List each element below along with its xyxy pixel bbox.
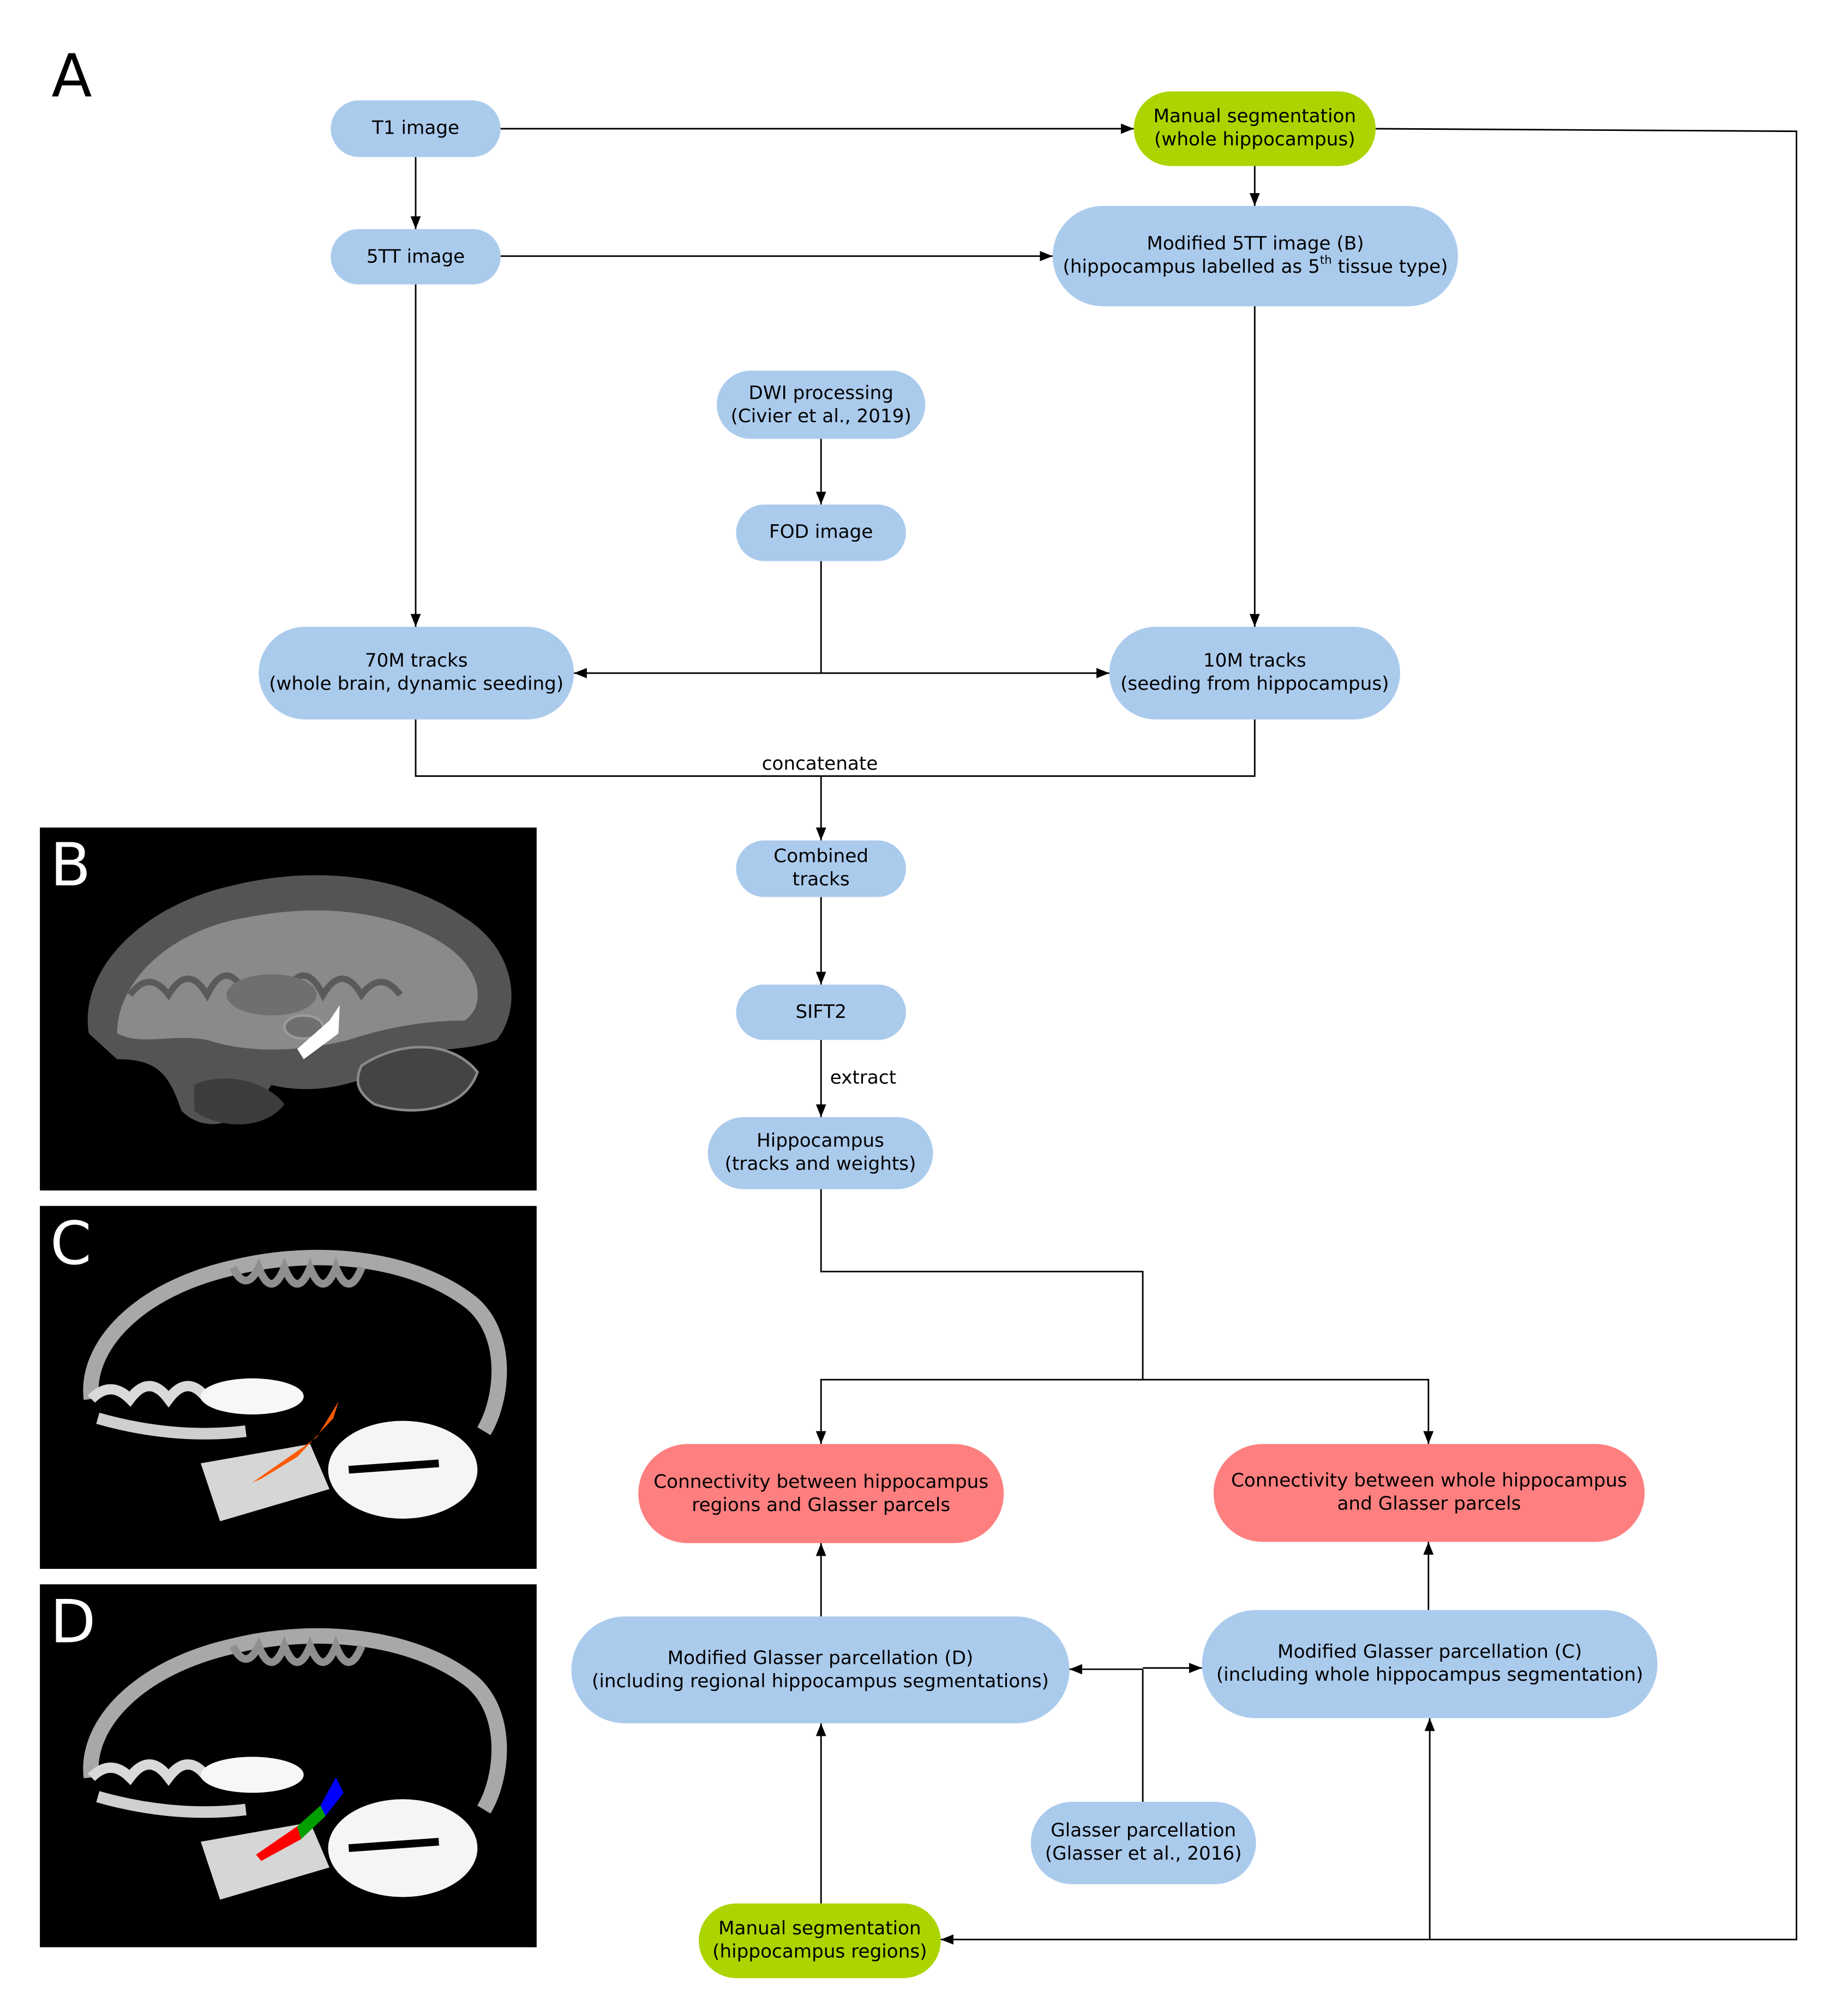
node-5tt-image[interactable]: 5TT image <box>331 229 501 285</box>
node-70m-tracks[interactable]: 70M tracks (whole brain, dynamic seeding… <box>259 626 574 720</box>
node-label-line2: (including whole hippocampus segmentatio… <box>1216 1665 1643 1686</box>
node-connectivity-whole-hippocampus[interactable]: Connectivity between whole hippocampus a… <box>1213 1444 1645 1542</box>
node-label-line2: (Civier et al., 2019) <box>730 406 911 427</box>
brain-parcellation-d-illustration <box>83 1628 507 1900</box>
panel-d-glasser-hippocampus-regions: D <box>40 1584 537 1947</box>
panel-c-glasser-whole-hippocampus: C <box>40 1206 537 1569</box>
node-label: 5TT image <box>366 246 465 267</box>
node-glasser-parcellation[interactable]: Glasser parcellation (Glasser et al., 20… <box>1030 1802 1256 1885</box>
edge-hippocampus-to-conn-regions <box>815 1378 1143 1444</box>
node-label-line2: (seeding from hippocampus) <box>1120 674 1389 696</box>
label-part: (hippocampus labelled as 5 <box>1063 257 1320 278</box>
node-label-line1: 10M tracks <box>1203 651 1306 672</box>
panel-label-a: A <box>51 41 92 111</box>
node-manual-segmentation-regions[interactable]: Manual segmentation (hippocampus regions… <box>699 1903 941 1979</box>
node-label-line1: Manual segmentation <box>1153 106 1357 128</box>
edge-70m-concatenate <box>415 719 1256 777</box>
edge-label-concatenate: concatenate <box>761 754 878 775</box>
node-modified-5tt-image[interactable]: Modified 5TT image (B) (hippocampus labe… <box>1052 206 1459 307</box>
node-label-line2: and Glasser parcels <box>1337 1494 1521 1515</box>
node-label-line2: (hippocampus labelled as 5th tissue type… <box>1063 256 1448 279</box>
panel-label-b: B <box>50 830 91 900</box>
node-manual-segmentation-whole[interactable]: Manual segmentation (whole hippocampus) <box>1133 91 1376 166</box>
node-label-line2: (Glasser et al., 2016) <box>1045 1844 1242 1865</box>
node-t1-image[interactable]: T1 image <box>331 100 501 157</box>
node-label-line2: (whole hippocampus) <box>1154 130 1355 151</box>
node-label-line1: Modified Glasser parcellation (C) <box>1277 1642 1582 1663</box>
brain-parcellation-c-illustration <box>83 1250 507 1521</box>
edge-manual-seg-whole-loop <box>940 128 1797 1945</box>
panel-b-5tt-image: B <box>40 828 537 1191</box>
node-label-line1: Connectivity between whole hippocampus <box>1231 1471 1627 1492</box>
node-label-line1: Glasser parcellation <box>1051 1821 1237 1842</box>
node-label: FOD image <box>769 522 873 543</box>
node-10m-tracks[interactable]: 10M tracks (seeding from hippocampus) <box>1109 626 1400 720</box>
node-dwi-processing[interactable]: DWI processing (Civier et al., 2019) <box>717 370 926 439</box>
node-label-line2: tracks <box>792 870 850 891</box>
node-connectivity-hippocampus-regions[interactable]: Connectivity between hippocampus regions… <box>638 1444 1004 1543</box>
node-label-line1: Modified Glasser parcellation (D) <box>667 1648 974 1669</box>
node-label-line1: Hippocampus <box>757 1131 885 1152</box>
node-hippocampus-tracks-weights[interactable]: Hippocampus (tracks and weights) <box>707 1117 933 1189</box>
node-modified-glasser-c[interactable]: Modified Glasser parcellation (C) (inclu… <box>1202 1610 1658 1718</box>
node-label-line1: DWI processing <box>748 382 893 404</box>
panel-label-d: D <box>50 1587 96 1657</box>
panel-label-c: C <box>50 1208 92 1278</box>
node-label-line1: Modified 5TT image (B) <box>1147 234 1364 255</box>
node-label-line1: 70M tracks <box>364 651 468 672</box>
node-label-line2: (whole brain, dynamic seeding) <box>269 674 564 696</box>
node-combined-tracks[interactable]: Combined tracks <box>736 840 906 897</box>
node-label-line1: Connectivity between hippocampus <box>653 1471 989 1492</box>
node-fod-image[interactable]: FOD image <box>736 504 906 561</box>
edge-hippocampus-to-conn-whole <box>1143 1378 1434 1444</box>
label-part: tissue type) <box>1331 257 1448 278</box>
edge-label-extract: extract <box>830 1068 897 1089</box>
node-label: SIFT2 <box>795 1002 847 1023</box>
edge-hippocampus-trunk <box>820 1189 1144 1380</box>
node-label-line2: regions and Glasser parcels <box>692 1495 951 1516</box>
node-label-line1: Combined <box>773 847 869 868</box>
node-label-line2: (including regional hippocampus segmenta… <box>592 1671 1049 1692</box>
node-label-line2: (hippocampus regions) <box>712 1942 927 1963</box>
node-modified-glasser-d[interactable]: Modified Glasser parcellation (D) (inclu… <box>571 1616 1070 1724</box>
node-label: T1 image <box>371 118 460 139</box>
node-label-line2: (tracks and weights) <box>724 1154 916 1176</box>
superscript-th: th <box>1319 255 1332 268</box>
node-sift2[interactable]: SIFT2 <box>736 984 906 1040</box>
brain-5tt-illustration <box>87 875 512 1125</box>
node-label-line1: Manual segmentation <box>718 1919 921 1940</box>
